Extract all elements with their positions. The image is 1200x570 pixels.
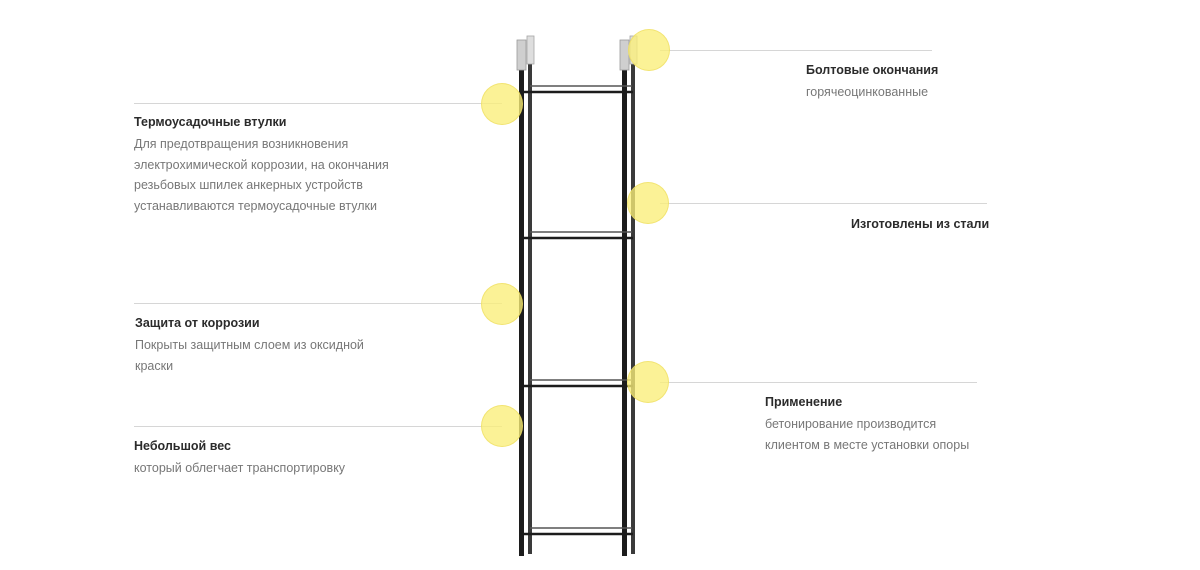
callout-steel: Изготовлены из стали xyxy=(851,215,1011,236)
callout-title: Небольшой вес xyxy=(134,439,231,453)
callout-title: Защита от коррозии xyxy=(135,316,260,330)
callout-description: который облегчает транспортировку xyxy=(134,461,346,475)
callout-title: Термоусадочные втулки xyxy=(134,115,287,129)
ring-3 xyxy=(521,379,633,388)
marker-heat-shrink xyxy=(481,83,523,125)
leader-bolt-ends xyxy=(660,50,932,51)
marker-corrosion xyxy=(481,283,523,325)
callout-heat-shrink: Термоусадочные втулки Для предотвращения… xyxy=(134,113,389,216)
callout-title: Применение xyxy=(765,395,843,409)
marker-light-weight xyxy=(481,405,523,447)
callout-description: горячеоцинкованные xyxy=(806,85,929,99)
leader-corrosion xyxy=(134,303,502,304)
callout-usage: Применение бетонирование производится кл… xyxy=(765,393,987,455)
callout-corrosion: Защита от коррозии Покрыты защитным слое… xyxy=(135,314,385,376)
callout-description: Покрыты защитным слоем из оксидной краск… xyxy=(135,338,364,373)
callout-title: Изготовлены из стали xyxy=(851,217,990,231)
leader-usage xyxy=(660,382,977,383)
ring-1 xyxy=(521,85,633,94)
bolt-end-left-back xyxy=(526,35,535,65)
bolt-end-left-front xyxy=(516,39,527,71)
rod-right-front xyxy=(622,52,627,556)
callout-light-weight: Небольшой вес который облегчает транспор… xyxy=(134,437,394,479)
leader-heat-shrink xyxy=(134,103,502,104)
marker-bolt-ends xyxy=(628,29,670,71)
ring-4 xyxy=(521,527,633,536)
marker-steel xyxy=(627,182,669,224)
callout-description: Для предотвращения возникновения электро… xyxy=(134,137,389,213)
rod-right-back xyxy=(631,44,635,554)
ring-2 xyxy=(521,231,633,240)
leader-light-weight xyxy=(134,426,502,427)
rod-left-back xyxy=(528,44,532,554)
marker-usage xyxy=(627,361,669,403)
callout-bolt-ends: Болтовые окончания горячеоцинкованные xyxy=(806,61,996,103)
leader-steel xyxy=(660,203,987,204)
callout-title: Болтовые окончания xyxy=(806,63,939,77)
callout-description: бетонирование производится клиентом в ме… xyxy=(765,417,970,452)
